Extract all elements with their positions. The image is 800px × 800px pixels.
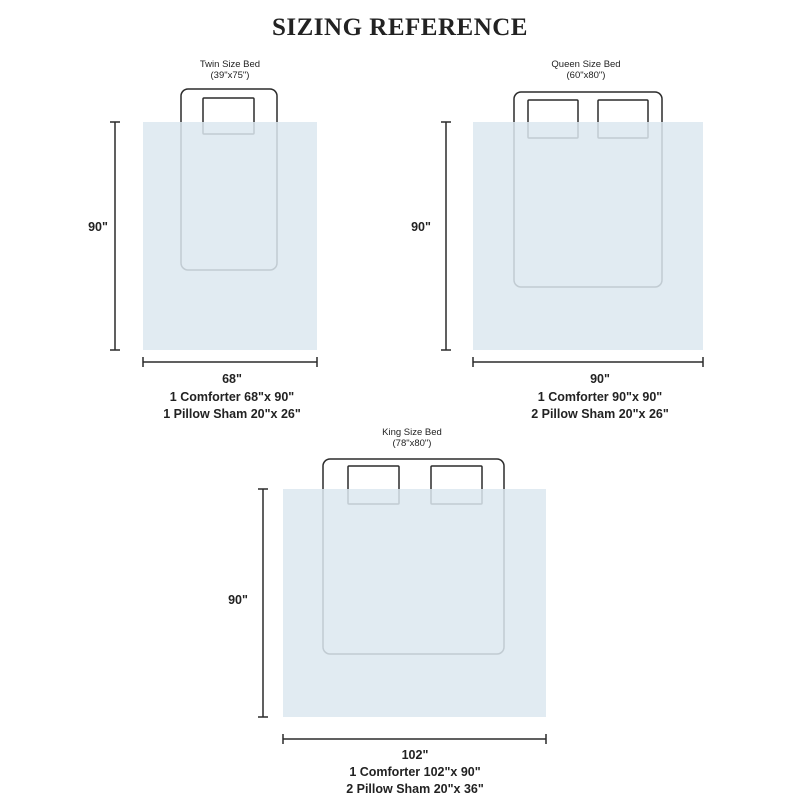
king-bed-name: King Size Bed (382, 427, 442, 438)
twin-height-label: 90" (88, 220, 108, 234)
queen-comforter-note: 1 Comforter 90"x 90" (538, 390, 662, 404)
queen-height-label: 90" (411, 220, 431, 234)
king-comforter-note: 1 Comforter 102"x 90" (349, 765, 480, 779)
twin-panel: Twin Size Bed (39"x75") 90" 68" 1 Comfor… (88, 59, 318, 421)
queen-bed-name: Queen Size Bed (551, 59, 620, 70)
twin-width-label: 68" (222, 372, 242, 386)
king-height-label: 90" (228, 593, 248, 607)
twin-bed-size: (39"x75") (211, 70, 250, 81)
twin-comforter-note: 1 Comforter 68"x 90" (170, 390, 294, 404)
queen-width-label: 90" (590, 372, 610, 386)
queen-pillow-note: 2 Pillow Sham 20"x 26" (531, 407, 669, 421)
page-title: SIZING REFERENCE (272, 14, 528, 41)
twin-comforter (143, 122, 317, 350)
queen-panel: Queen Size Bed (60"x80") 90" 90" 1 Comfo… (411, 59, 704, 421)
twin-bed-name: Twin Size Bed (200, 59, 260, 70)
queen-bed-size: (60"x80") (567, 70, 606, 81)
queen-comforter (473, 122, 703, 350)
king-width-label: 102" (402, 748, 429, 762)
king-bed-size: (78"x80") (393, 438, 432, 449)
twin-pillow-note: 1 Pillow Sham 20"x 26" (163, 407, 301, 421)
king-pillow-note: 2 Pillow Sham 20"x 36" (346, 782, 484, 796)
king-panel: King Size Bed (78"x80") 90" 102" 1 Comfo… (228, 427, 547, 796)
king-comforter (283, 489, 546, 717)
